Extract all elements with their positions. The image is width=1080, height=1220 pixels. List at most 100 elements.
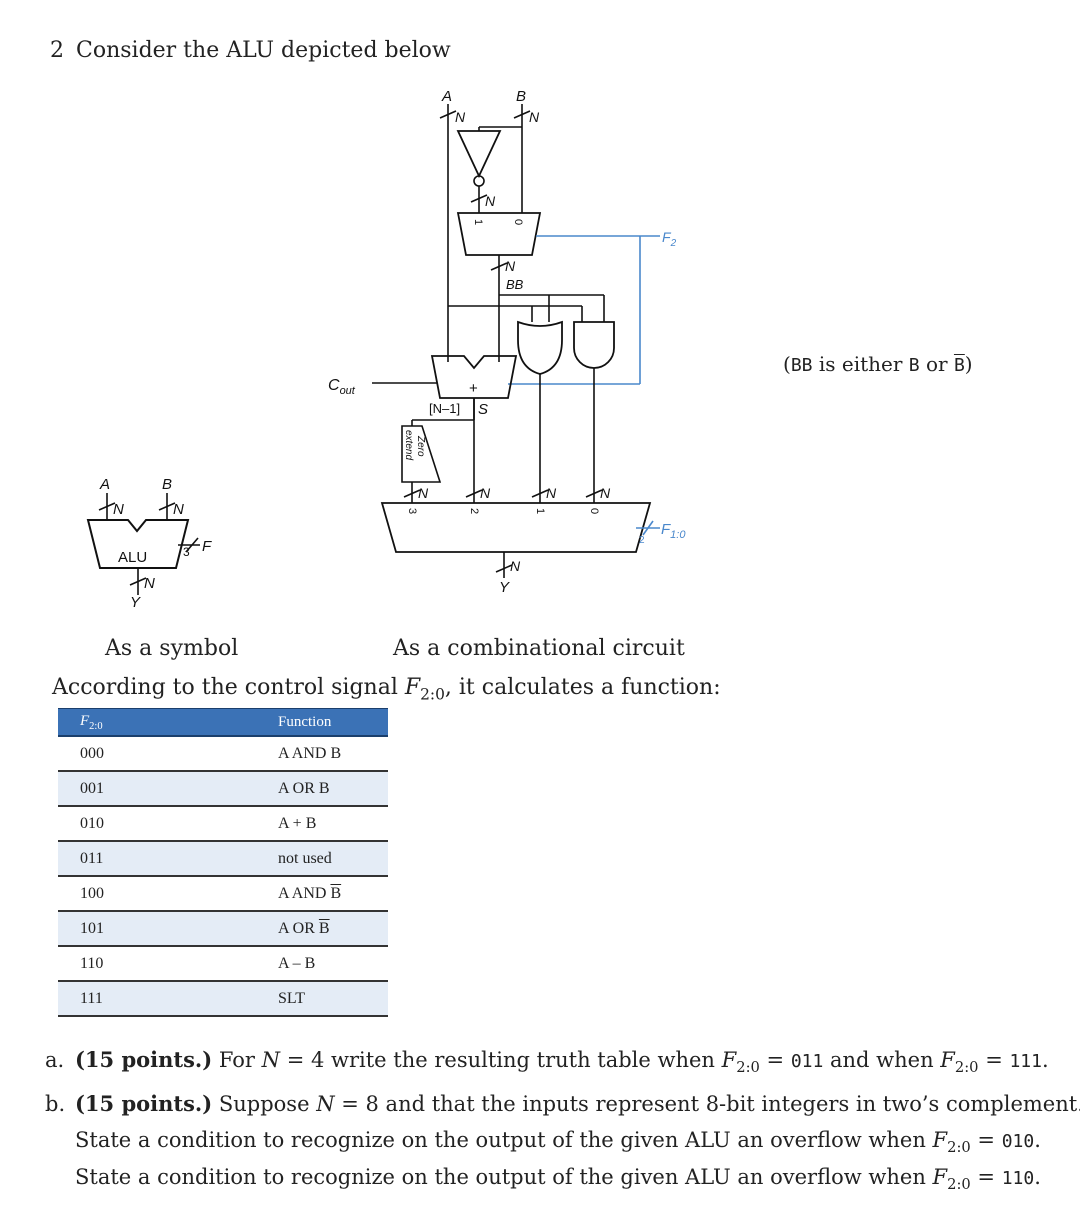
question-b-end2: . — [1034, 1165, 1041, 1189]
alu-symbol — [86, 493, 200, 595]
f10-sub: 1:0 — [670, 529, 686, 541]
row-function: not used — [278, 841, 388, 877]
question-b-text-2: = 8 and that the inputs represent 8-bit … — [334, 1092, 1080, 1116]
alu-circuit-labels: A B N N N 1 0 F2 N BB + Cout [N–1] S Zer… — [328, 88, 686, 596]
bb-note-b: B — [908, 355, 920, 376]
symbol-input-b: B — [162, 476, 172, 493]
mux-input-2: 2 — [468, 508, 480, 514]
row-code: 010 — [58, 806, 278, 842]
bb-note-bbar: B — [953, 355, 965, 376]
questions: a.(15 points.) For N = 4 write the resul… — [45, 1047, 1080, 1202]
question-a-f2: F — [940, 1048, 955, 1072]
mux-input-1: 1 — [534, 508, 546, 514]
intro-post: , it calculates a function: — [444, 675, 721, 700]
question-b-code-1: 010 — [1001, 1131, 1035, 1152]
f2-sub: 2 — [670, 238, 677, 249]
row-code: 011 — [58, 841, 278, 877]
mux-width-0: N — [600, 485, 611, 501]
header-control: F2:0 — [58, 708, 278, 737]
question-b-code-2: 110 — [1001, 1168, 1035, 1189]
question-b-fsub2: 2:0 — [947, 1176, 971, 1194]
question-a-text-1: For — [212, 1048, 262, 1072]
f2-var: F — [662, 229, 672, 245]
row-code: 101 — [58, 911, 278, 947]
symbol-width-a: N — [113, 501, 124, 518]
symbol-control-width: 3 — [183, 545, 190, 559]
intro-sentence: According to the control signal F2:0, it… — [52, 675, 721, 703]
row-function-pre: A AND — [278, 884, 331, 902]
row-code: 110 — [58, 946, 278, 982]
question-a-code-1: 011 — [790, 1051, 824, 1072]
circuit-output-width: N — [510, 558, 521, 574]
intro-var: F — [404, 675, 421, 700]
question-b-label: b. — [45, 1092, 66, 1116]
question-b-f1: F — [932, 1128, 948, 1152]
cout-sub: out — [340, 385, 356, 397]
circuit-width-b: N — [529, 109, 540, 125]
problem-number: 2 — [50, 38, 64, 63]
question-b-line2-text: State a condition to recognize on the ou… — [75, 1128, 933, 1152]
sum-label: S — [478, 401, 488, 418]
alu-symbol-labels: A B N N ALU 3 F N Y — [99, 476, 212, 611]
bb-note-or: or — [919, 352, 954, 376]
question-b-f2: F — [932, 1165, 948, 1189]
row-function-bar: B — [318, 919, 330, 937]
question-a-n: N — [261, 1048, 281, 1072]
question-b: b. (15 points.) Suppose N = 8 and that th… — [45, 1091, 1080, 1128]
question-a-points: (15 points.) — [75, 1047, 213, 1072]
question-b-eq1: = — [970, 1128, 1002, 1152]
row-function: SLT — [278, 981, 388, 1017]
symbol-alu-label: ALU — [118, 549, 147, 566]
bb-note-mid: is either — [812, 352, 909, 376]
question-a-code-2: 111 — [1009, 1051, 1042, 1072]
zero-extend-1: Zero — [415, 435, 426, 457]
header-sub: 2:0 — [89, 720, 103, 732]
bb-note: (BB is either B or B) — [783, 352, 973, 376]
mux-top-in0: 0 — [512, 219, 524, 225]
row-function-bar: B — [330, 884, 342, 902]
symbol-control-label: F — [202, 538, 212, 555]
question-a-fsub2: 2:0 — [954, 1059, 979, 1077]
row-function-pre: A OR — [278, 919, 319, 937]
row-code: 111 — [58, 981, 278, 1017]
mux-input-0: 0 — [588, 508, 600, 514]
question-b-n: N — [316, 1092, 335, 1116]
question-b-end1: . — [1034, 1128, 1041, 1152]
bb-note-bb: BB — [790, 355, 813, 376]
question-b-line3-text: State a condition to recognize on the ou… — [75, 1165, 933, 1189]
problem-heading-text: Consider the ALU depicted below — [76, 38, 451, 63]
mux-input-3: 3 — [406, 508, 418, 514]
zero-extend-2: extend — [403, 430, 414, 460]
question-b-eq2: = — [970, 1165, 1002, 1189]
symbol-width-b: N — [173, 501, 184, 518]
cout-label: Cout — [328, 377, 356, 397]
problem-heading: 2 Consider the ALU depicted below — [50, 38, 451, 63]
circuit-input-a: A — [441, 88, 452, 105]
question-a-end: . — [1041, 1048, 1049, 1072]
question-b-line-2: State a condition to recognize on the ou… — [75, 1128, 1075, 1165]
bb-note-post: ) — [964, 352, 973, 376]
question-b-text-1: Suppose — [212, 1092, 317, 1116]
mux-width-1: N — [546, 485, 557, 501]
row-function: A AND B — [278, 876, 388, 912]
row-code: 001 — [58, 771, 278, 807]
mux-width-2: N — [480, 485, 491, 501]
circuit-input-b: B — [516, 88, 526, 105]
function-table-header: F2:0 Function — [58, 708, 388, 737]
question-a-eq2: = — [978, 1048, 1010, 1072]
f10-label: F1:0 — [661, 521, 686, 541]
question-b-points: (15 points.) — [75, 1091, 213, 1116]
row-code: 000 — [58, 736, 278, 772]
question-a-eq: = — [759, 1048, 791, 1072]
row-function: A – B — [278, 946, 388, 982]
row-function: A AND B — [278, 736, 388, 772]
row-function: A OR B — [278, 911, 388, 947]
row-function: A OR B — [278, 771, 388, 807]
